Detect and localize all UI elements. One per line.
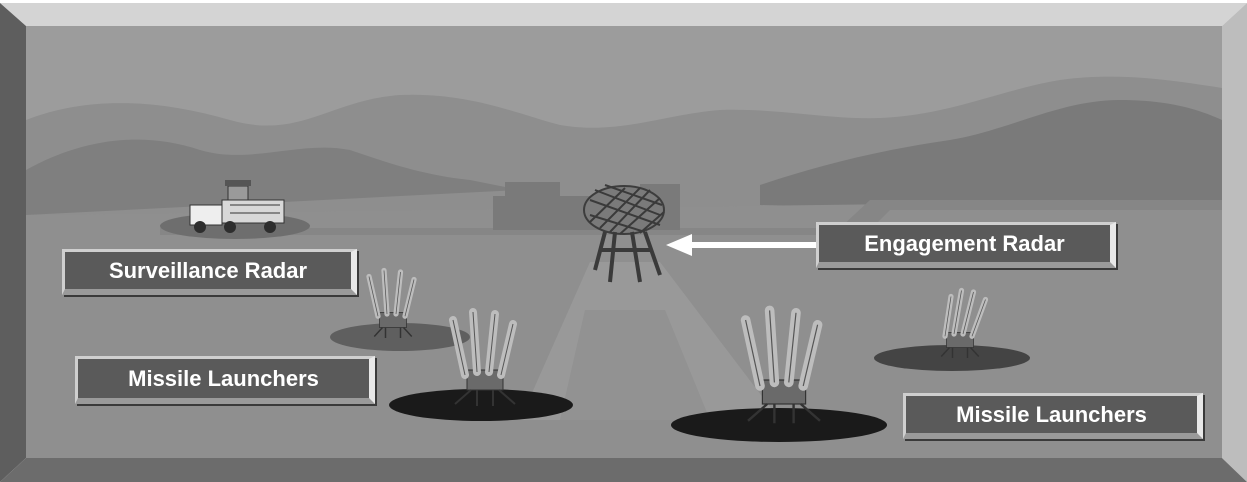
missile-launchers-right-label: Missile Launchers [903,393,1203,439]
frame-bottom-bevel [0,458,1247,482]
building-left-top [505,182,560,198]
missile-launchers-left-label: Missile Launchers [75,356,375,404]
frame-right-bevel [1222,3,1247,482]
frame-left-bevel [0,3,26,482]
surveillance-radar-label: Surveillance Radar [62,249,357,295]
launcher-shadow [389,389,573,421]
frame-top-bevel [0,3,1247,26]
launcher-shadow [671,408,887,442]
engagement-radar-label: Engagement Radar [816,222,1116,268]
